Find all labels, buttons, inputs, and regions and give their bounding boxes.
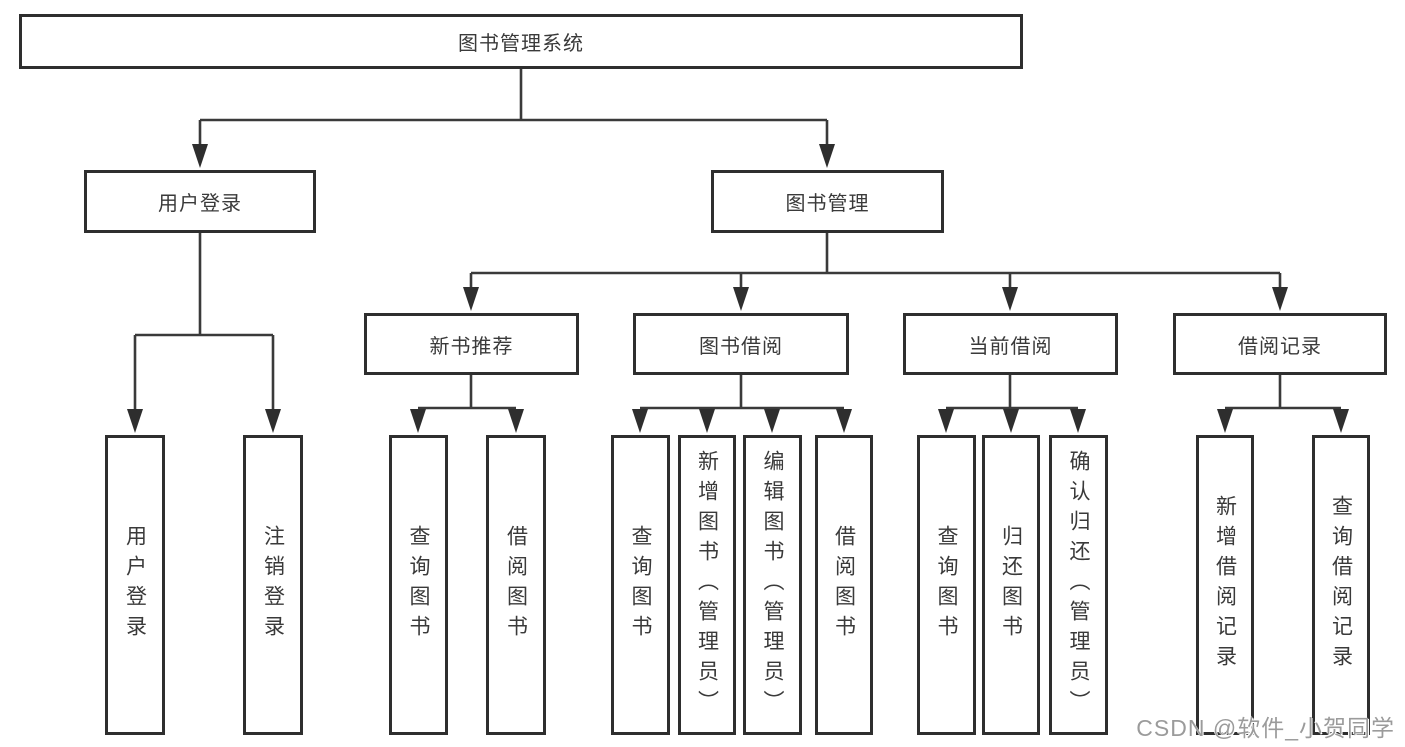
leaf-recommend-query-books-label: 查询图书 (407, 525, 430, 645)
node-current-borrow-label: 当前借阅 (968, 335, 1053, 358)
leaf-current-return-books: 归还图书 (982, 435, 1040, 735)
leaf-records-query-record: 查询借阅记录 (1312, 435, 1370, 735)
node-book-management-label: 图书管理 (785, 193, 870, 215)
leaf-current-confirm-return-admin-label: 确认归还（管理员） (1067, 450, 1090, 720)
node-user-login-label: 用户登录 (158, 193, 242, 215)
connector-current-to-leaves (946, 375, 1078, 410)
connector-recommend-to-leaves (418, 375, 516, 410)
leaf-logout: 注销登录 (243, 435, 303, 735)
leaf-current-query-books-label: 查询图书 (935, 525, 958, 645)
leaf-borrow-add-books-admin: 新增图书（管理员） (678, 435, 736, 735)
node-book-borrow: 图书借阅 (633, 313, 849, 375)
leaf-borrow-query-books-label: 查询图书 (629, 525, 652, 645)
connector-borrow-to-leaves (640, 375, 844, 410)
arrowheads (127, 144, 1349, 433)
leaf-records-query-record-label: 查询借阅记录 (1329, 495, 1353, 675)
csdn-watermark: CSDN @软件_小贺同学 (1136, 715, 1395, 741)
leaf-current-return-books-label: 归还图书 (999, 525, 1023, 645)
node-book-management: 图书管理 (711, 170, 944, 233)
connector-root-to-level2 (198, 69, 829, 146)
leaf-recommend-borrow-books: 借阅图书 (486, 435, 546, 735)
leaf-borrow-edit-books-admin: 编辑图书（管理员） (743, 435, 802, 735)
node-library-system-label: 图书管理系统 (458, 33, 584, 55)
leaf-borrow-borrow-books: 借阅图书 (815, 435, 873, 735)
connector-login-to-leaves (133, 233, 275, 411)
leaf-user-login: 用户登录 (105, 435, 165, 735)
leaf-recommend-borrow-books-label: 借阅图书 (504, 525, 528, 645)
leaf-records-add-record-label: 新增借阅记录 (1213, 495, 1237, 675)
leaf-borrow-add-books-admin-label: 新增图书（管理员） (695, 450, 719, 720)
leaf-current-query-books: 查询图书 (917, 435, 976, 735)
leaf-borrow-edit-books-admin-label: 编辑图书（管理员） (761, 450, 784, 720)
leaf-borrow-query-books: 查询图书 (611, 435, 670, 735)
node-borrow-records: 借阅记录 (1173, 313, 1387, 375)
leaf-records-add-record: 新增借阅记录 (1196, 435, 1254, 735)
leaf-borrow-borrow-books-label: 借阅图书 (832, 525, 856, 645)
connector-records-to-leaves (1225, 375, 1341, 410)
connector-management-to-level3 (469, 233, 1282, 289)
leaf-current-confirm-return-admin: 确认归还（管理员） (1049, 435, 1108, 735)
node-new-book-recommend-label: 新书推荐 (429, 335, 514, 358)
leaf-recommend-query-books: 查询图书 (389, 435, 448, 735)
leaf-logout-label: 注销登录 (261, 525, 285, 645)
leaf-user-login-label: 用户登录 (123, 525, 147, 645)
node-current-borrow: 当前借阅 (903, 313, 1118, 375)
node-library-system: 图书管理系统 (19, 14, 1023, 69)
node-borrow-records-label: 借阅记录 (1238, 335, 1322, 358)
node-new-book-recommend: 新书推荐 (364, 313, 579, 375)
node-book-borrow-label: 图书借阅 (699, 335, 783, 358)
node-user-login: 用户登录 (84, 170, 316, 233)
